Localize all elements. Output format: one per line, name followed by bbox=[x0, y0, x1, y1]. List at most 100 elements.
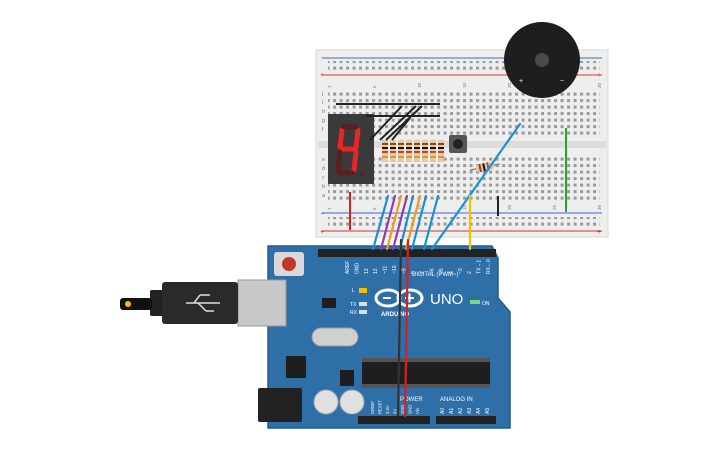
pin-label: 5 bbox=[372, 85, 377, 88]
pin-label: RESET bbox=[378, 400, 383, 414]
voltage-regulator bbox=[286, 356, 306, 378]
pin-label: GND bbox=[400, 405, 405, 414]
pin-label: 15 bbox=[462, 82, 467, 88]
pin-label: 10 bbox=[417, 82, 422, 88]
pin-label: 1 bbox=[327, 85, 332, 88]
l-label: L bbox=[352, 288, 355, 294]
lit-segments bbox=[337, 127, 361, 173]
rail-plus-label-right-bottom: + bbox=[597, 229, 601, 236]
buzzer-center bbox=[535, 53, 549, 67]
reset-button[interactable] bbox=[282, 257, 296, 271]
analog-header[interactable] bbox=[436, 416, 496, 424]
wire-black-gnd bbox=[396, 238, 403, 418]
pin-label: g bbox=[322, 118, 325, 124]
pin-label: GND bbox=[354, 263, 360, 275]
power-header[interactable] bbox=[358, 416, 430, 424]
pin-label: a bbox=[322, 193, 326, 199]
crystal-oscillator bbox=[311, 327, 359, 347]
pin-label: 5V bbox=[393, 409, 398, 414]
pin-label: ~9 bbox=[401, 268, 407, 274]
rail-minus-label-bottom: − bbox=[320, 211, 324, 218]
chip-pins-bottom bbox=[362, 384, 490, 388]
pin-label: 2 bbox=[467, 271, 473, 274]
rail-plus-label: + bbox=[320, 72, 324, 79]
pin-label: AREF bbox=[345, 261, 351, 274]
pin-label: TX→1 bbox=[477, 260, 483, 274]
pin-label: 4 bbox=[448, 271, 454, 274]
pin-label: A0 bbox=[440, 408, 446, 414]
buzzer-plus-label: + bbox=[519, 78, 523, 85]
pin-label: 15 bbox=[462, 204, 467, 210]
pin-label: A2 bbox=[458, 408, 464, 414]
capacitor-2 bbox=[339, 389, 365, 415]
pin-label: ~6 bbox=[430, 268, 436, 274]
button-cap bbox=[453, 139, 463, 149]
pin-label: b bbox=[322, 184, 325, 190]
pin-label: 12 bbox=[373, 268, 379, 274]
seven-segment-display[interactable] bbox=[328, 114, 374, 184]
pin-label: 20 bbox=[507, 82, 512, 88]
wire-blue-2 bbox=[398, 194, 415, 251]
unlit-segments bbox=[335, 124, 359, 176]
pin-label: 1 bbox=[327, 207, 332, 210]
pin-label: A3 bbox=[467, 408, 473, 414]
pin-label: c bbox=[322, 175, 325, 181]
on-label: ON bbox=[482, 301, 490, 307]
wire-blue-buzzer bbox=[430, 122, 522, 251]
pin-label: 30 bbox=[597, 204, 602, 210]
top-rail-holes bbox=[328, 61, 600, 72]
buzzer-minus-label: − bbox=[560, 78, 564, 85]
rail-minus-label: − bbox=[321, 55, 325, 62]
pin-label: RX←0 bbox=[486, 259, 492, 274]
atmega-chip bbox=[362, 358, 490, 388]
board-pcb bbox=[267, 245, 511, 429]
pin-label: 30 bbox=[597, 82, 602, 88]
pin-label: f bbox=[322, 127, 324, 133]
pin-label: e bbox=[322, 157, 325, 163]
pin-label: i bbox=[322, 100, 323, 106]
analog-section-label: ANALOG IN bbox=[440, 397, 473, 403]
resistor-array[interactable] bbox=[382, 140, 444, 162]
brand-label: ARDUINO bbox=[381, 312, 409, 318]
pin-label: ~5 bbox=[439, 268, 445, 274]
rail-plus-label-right: + bbox=[597, 72, 601, 79]
usb-chip bbox=[322, 298, 336, 308]
pin-label: ~10 bbox=[392, 265, 398, 274]
black-jumpers bbox=[336, 72, 520, 216]
wire-blue-4 bbox=[422, 194, 440, 251]
wire-orange-1 bbox=[385, 194, 403, 251]
arduino-uno-board[interactable]: UNO ARDUINO DIGITAL (PWM~) POWER ANALOG … bbox=[237, 245, 511, 429]
pin-label: A5 bbox=[485, 408, 491, 414]
rx-label: RX bbox=[350, 310, 358, 316]
resistor-gaps bbox=[388, 140, 438, 162]
piezo-buzzer[interactable]: + − bbox=[504, 22, 580, 98]
pin-label: A4 bbox=[476, 408, 482, 414]
digital-section-label: DIGITAL (PWM~) bbox=[412, 272, 459, 278]
pin-label: IOREF bbox=[370, 401, 375, 414]
rail-plus-label-bottom: + bbox=[320, 229, 324, 236]
tx-led bbox=[359, 302, 367, 306]
wire-blue-3 bbox=[410, 194, 428, 251]
board-model-label: UNO bbox=[430, 291, 463, 308]
decimal-point bbox=[360, 173, 364, 177]
pin-label: 5 bbox=[372, 207, 377, 210]
pin-label: 20 bbox=[507, 204, 512, 210]
pin-label: 8 bbox=[411, 271, 417, 274]
pin-label: A1 bbox=[449, 408, 455, 414]
pin-label: 7 bbox=[420, 271, 426, 274]
chip-pins-top bbox=[362, 358, 490, 362]
power-jack bbox=[258, 388, 302, 422]
pin-label: 25 bbox=[552, 204, 557, 210]
pin-label: h bbox=[322, 109, 325, 115]
push-button[interactable] bbox=[449, 135, 467, 153]
pin-label: ~11 bbox=[383, 266, 389, 274]
pin-label: j bbox=[321, 91, 323, 97]
tx-label: TX bbox=[350, 302, 357, 308]
on-led bbox=[470, 300, 480, 304]
capacitor-1 bbox=[313, 389, 339, 415]
